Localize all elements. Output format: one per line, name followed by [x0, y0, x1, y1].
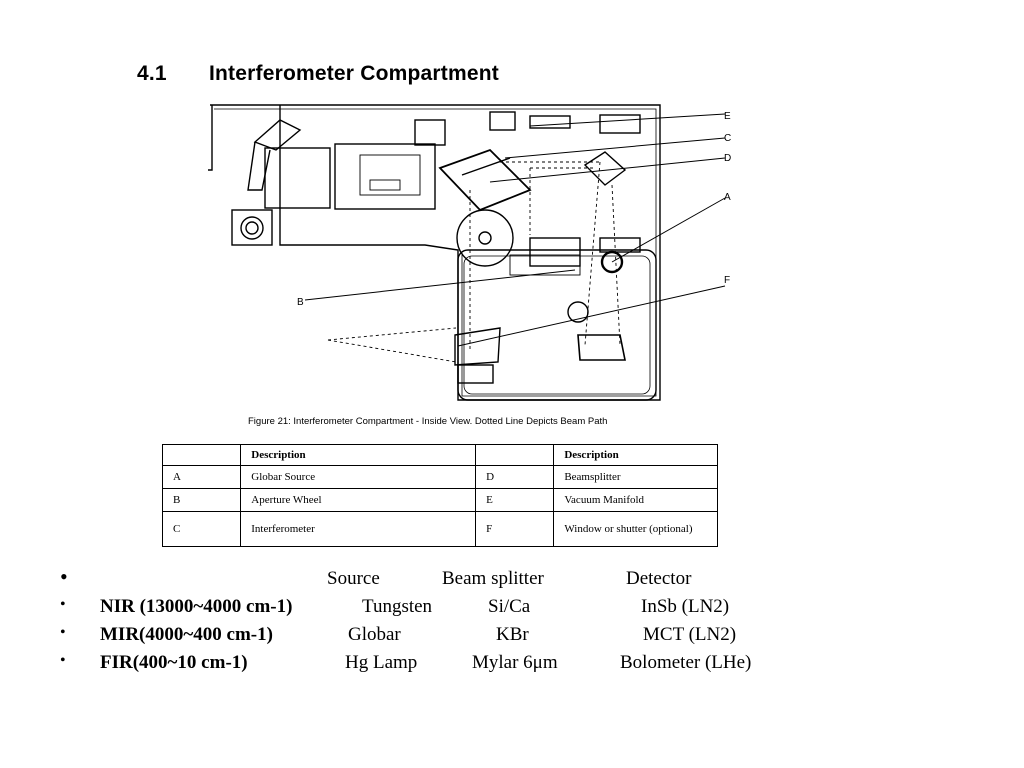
- legend-key: F: [475, 511, 555, 547]
- legend-table: Description Description A Globar Source …: [161, 444, 718, 547]
- detector-value: MCT (LN2): [643, 624, 737, 645]
- legend-header-cell: Description: [240, 444, 477, 466]
- splitter-value: KBr: [496, 624, 529, 645]
- range-label: FIR(400~10 cm-1): [100, 652, 248, 673]
- legend-header-row: Description Description: [161, 444, 718, 466]
- bullet-row-mir: • MIR(4000~400 cm-1) Globar KBr MCT (LN2…: [58, 624, 958, 652]
- legend-desc: Aperture Wheel: [240, 488, 477, 512]
- legend-key: D: [475, 465, 555, 489]
- legend-desc: Globar Source: [240, 465, 477, 489]
- bullet-icon: •: [60, 564, 68, 589]
- column-source: Source: [327, 568, 380, 589]
- bullet-row-fir: • FIR(400~10 cm-1) Hg Lamp Mylar 6μm Bol…: [58, 652, 958, 680]
- bullet-row-nir: • NIR (13000~4000 cm-1) Tungsten Si/Ca I…: [58, 596, 958, 624]
- figure-caption: Figure 21: Interferometer Compartment - …: [248, 416, 608, 427]
- legend-row: C Interferometer F Window or shutter (op…: [161, 511, 718, 547]
- range-label: MIR(4000~400 cm-1): [100, 624, 273, 645]
- bullet-icon: •: [60, 652, 66, 669]
- legend-key: E: [475, 488, 555, 512]
- bullet-icon: •: [60, 596, 66, 613]
- interferometer-diagram: E C D A F B: [208, 104, 731, 401]
- source-value: Globar: [348, 624, 401, 645]
- range-label: NIR (13000~4000 cm-1): [100, 596, 293, 617]
- splitter-value: Mylar 6μm: [472, 652, 558, 673]
- callout-c: C: [724, 133, 731, 144]
- legend-desc: Beamsplitter: [553, 465, 718, 489]
- column-detector: Detector: [626, 568, 692, 589]
- legend-desc: Interferometer: [240, 511, 477, 547]
- column-beam-splitter: Beam splitter: [442, 568, 544, 589]
- legend-key: C: [161, 511, 242, 547]
- legend-header-cell: [475, 444, 555, 466]
- source-value: Tungsten: [362, 596, 433, 617]
- bullet-header-row: • Source Beam splitter Detector: [58, 564, 958, 596]
- legend-key: A: [161, 465, 242, 489]
- legend-header-cell: Description: [553, 444, 718, 466]
- source-value: Hg Lamp: [345, 652, 418, 673]
- callout-b: B: [297, 297, 304, 308]
- section-title: Interferometer Compartment: [209, 62, 499, 85]
- bullet-icon: •: [60, 624, 66, 641]
- legend-key: B: [161, 488, 242, 512]
- section-number: 4.1: [137, 62, 167, 85]
- legend-desc: Vacuum Manifold: [553, 488, 718, 512]
- detector-value: InSb (LN2): [641, 596, 730, 617]
- legend-header-cell: [161, 444, 242, 466]
- section-heading: 4.1 Interferometer Compartment: [137, 62, 499, 86]
- callout-d: D: [724, 153, 731, 164]
- legend-row: B Aperture Wheel E Vacuum Manifold: [161, 488, 718, 512]
- spectral-range-list: • Source Beam splitter Detector • NIR (1…: [58, 564, 958, 680]
- callout-f: F: [724, 275, 730, 286]
- callout-a: A: [724, 192, 731, 203]
- detector-value: Bolometer (LHe): [620, 652, 752, 673]
- legend-desc: Window or shutter (optional): [553, 511, 718, 547]
- legend-row: A Globar Source D Beamsplitter: [161, 465, 718, 489]
- callout-e: E: [724, 111, 731, 122]
- splitter-value: Si/Ca: [488, 596, 531, 617]
